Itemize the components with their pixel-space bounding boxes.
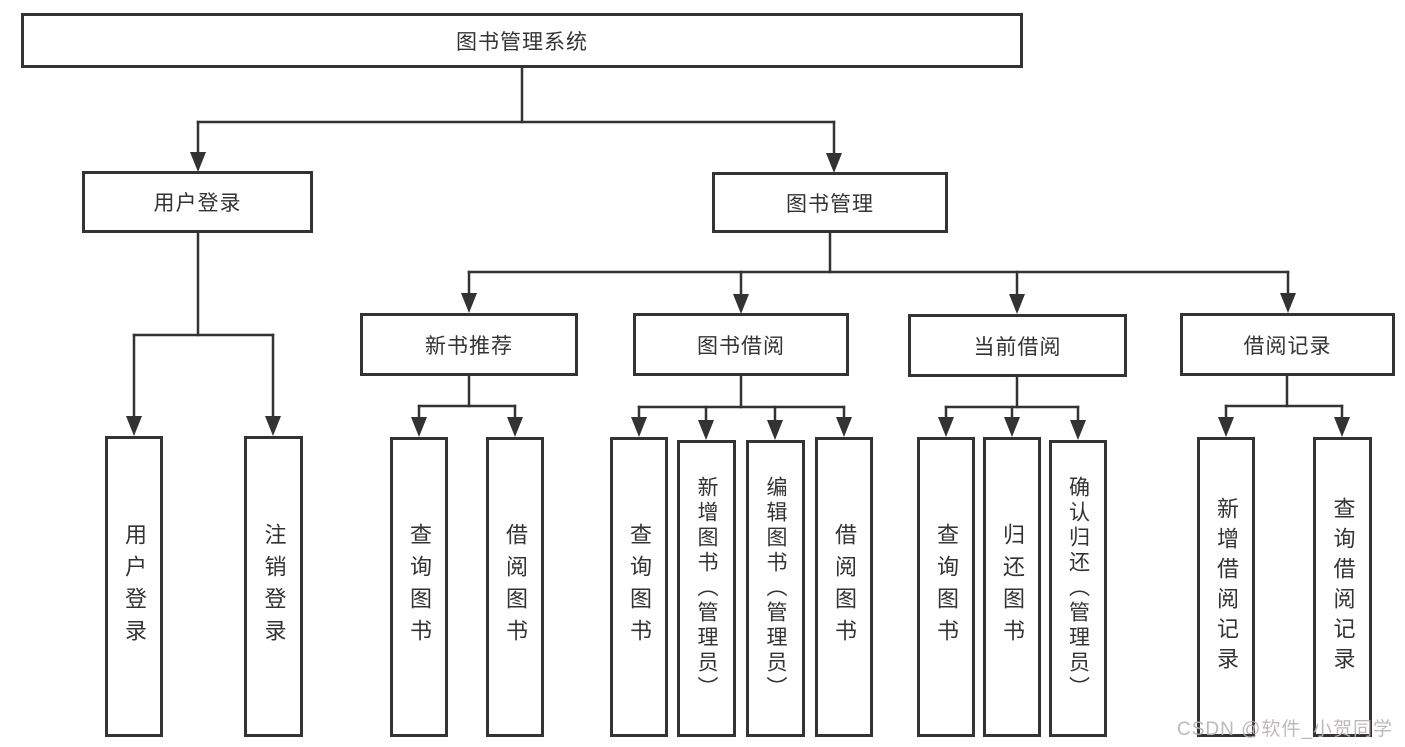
- leaf-add-books-admin: 新增图书（管理员）: [677, 440, 736, 737]
- leaf-borrow-books: 借阅图书: [815, 437, 873, 737]
- node-label: 查询借阅记录: [1330, 497, 1356, 677]
- leaf-confirm-return-admin: 确认归还（管理员）: [1049, 440, 1107, 737]
- node-label: 借阅图书: [503, 523, 528, 651]
- node-label: 图书管理: [786, 192, 874, 216]
- node-label: 确认归还（管理员）: [1066, 476, 1090, 701]
- node-label: 图书管理系统: [456, 30, 588, 54]
- node-label: 图书借阅: [697, 334, 785, 358]
- node-label: 新增图书（管理员）: [695, 476, 718, 701]
- node-label: 查询图书: [934, 523, 959, 651]
- node-label: 归还图书: [1000, 523, 1025, 651]
- node-label: 用户登录: [122, 522, 147, 651]
- leaf-query-borrow-record: 查询借阅记录: [1313, 437, 1372, 737]
- node-library-management-system: 图书管理系统: [21, 13, 1023, 68]
- node-label: 新增借阅记录: [1214, 497, 1239, 677]
- csdn-watermark: CSDN @软件_小贺同学: [1177, 719, 1393, 740]
- node-label: 查询图书: [407, 523, 432, 651]
- node-label: 用户登录: [153, 192, 242, 215]
- node-current-borrowing: 当前借阅: [908, 314, 1127, 377]
- node-label: 借阅记录: [1243, 334, 1332, 358]
- leaf-add-borrow-record: 新增借阅记录: [1197, 437, 1255, 737]
- node-user-login: 用户登录: [82, 171, 313, 233]
- node-label: 查询图书: [627, 523, 652, 651]
- node-label: 借阅图书: [832, 523, 857, 651]
- leaf-borrow-books-recommend: 借阅图书: [486, 437, 544, 737]
- node-borrowing-records: 借阅记录: [1180, 313, 1395, 376]
- leaf-user-login: 用户登录: [105, 436, 163, 737]
- node-label: 编辑图书（管理员）: [764, 476, 787, 701]
- leaf-query-books-recommend: 查询图书: [390, 437, 448, 737]
- leaf-logout: 注销登录: [244, 436, 303, 737]
- node-label: 新书推荐: [425, 334, 513, 358]
- leaf-query-books-borrow: 查询图书: [610, 437, 668, 737]
- leaf-return-books: 归还图书: [983, 437, 1041, 737]
- leaf-edit-books-admin: 编辑图书（管理员）: [746, 440, 805, 737]
- node-label: 注销登录: [261, 522, 287, 651]
- node-new-book-recommendation: 新书推荐: [360, 313, 578, 376]
- node-book-borrowing: 图书借阅: [633, 313, 849, 376]
- node-label: 当前借阅: [973, 335, 1062, 359]
- node-book-management: 图书管理: [712, 172, 948, 233]
- leaf-query-books-current: 查询图书: [917, 437, 975, 737]
